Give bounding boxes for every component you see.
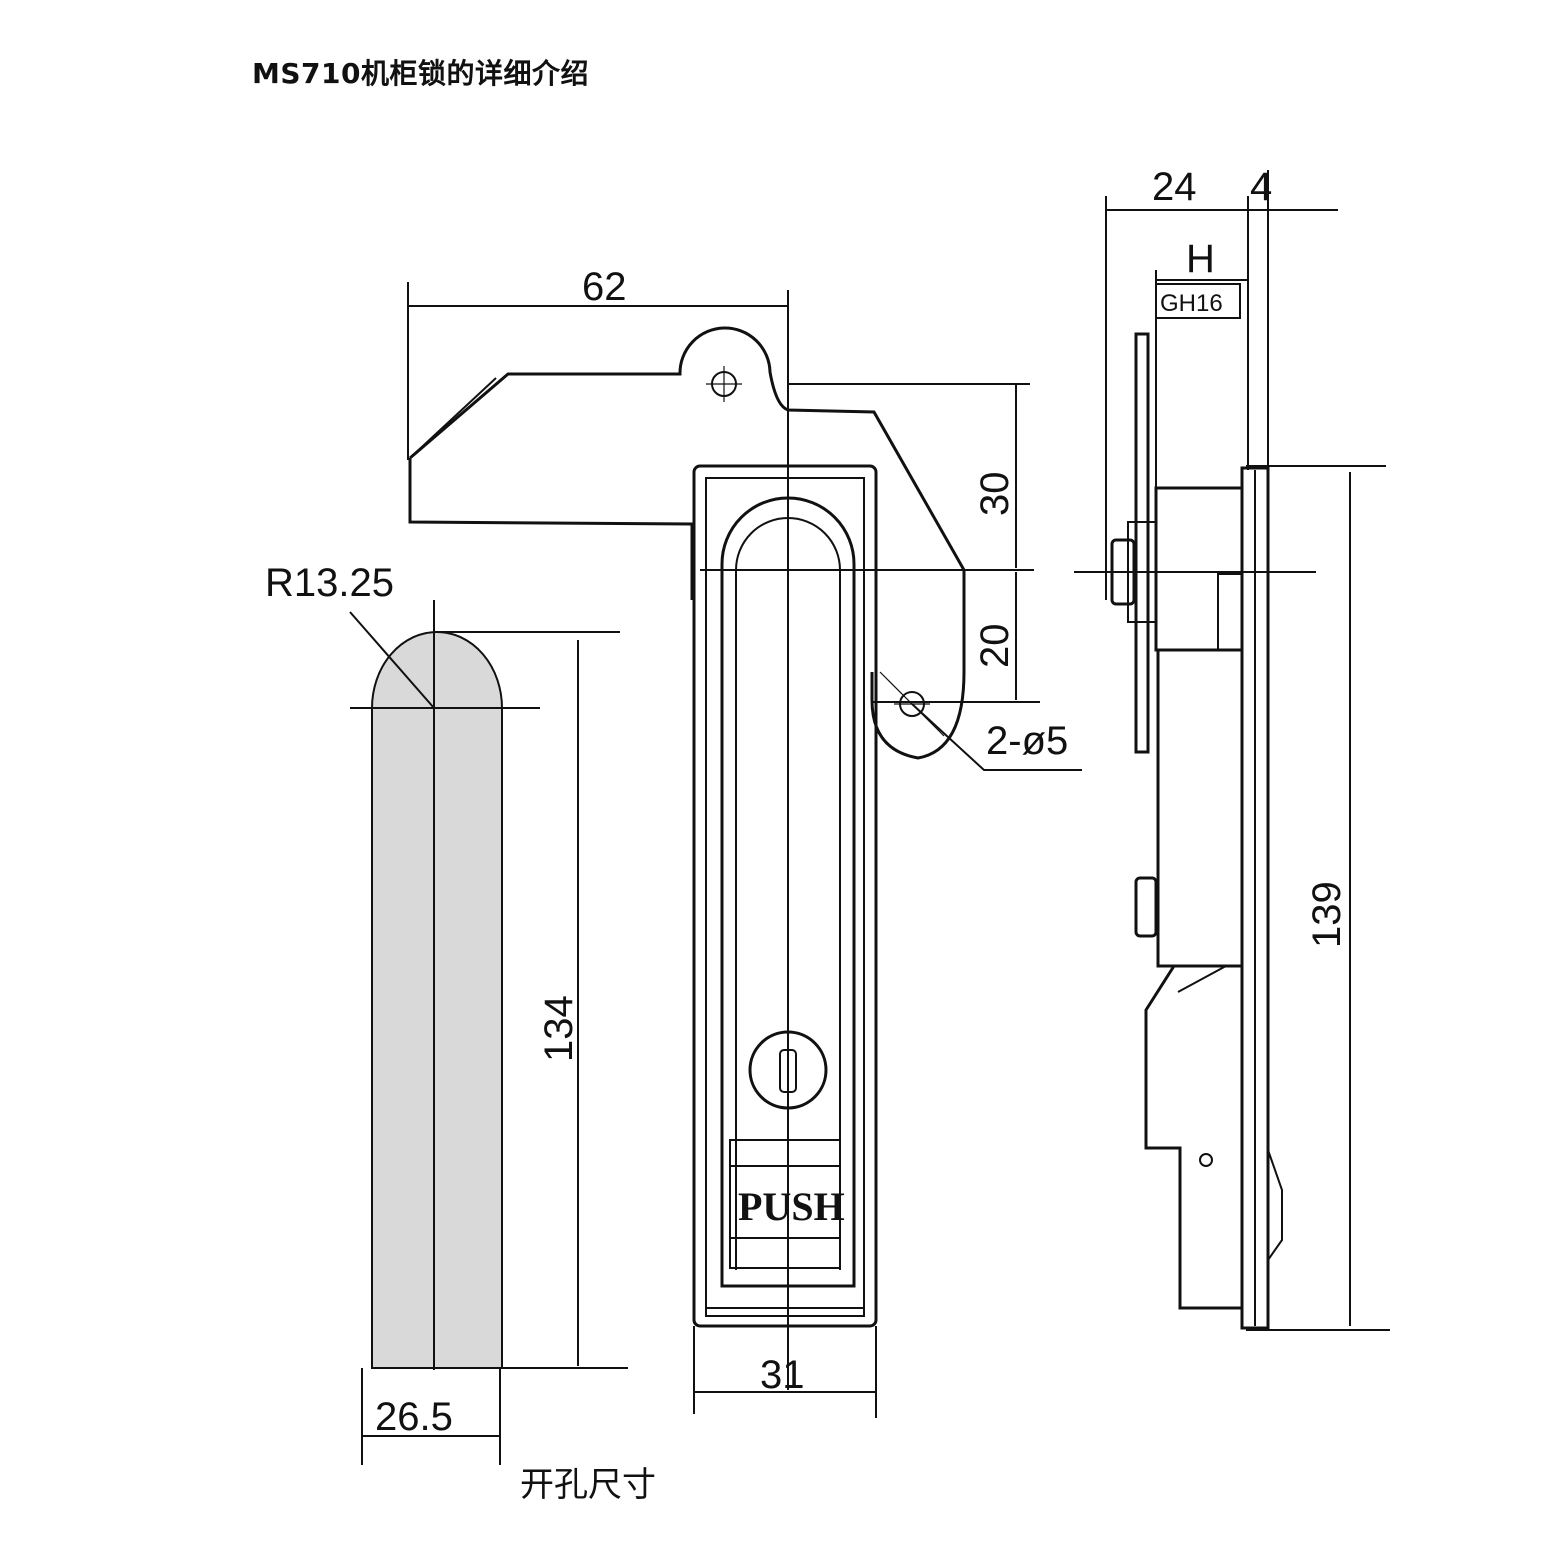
side-rivet [1199, 1153, 1213, 1167]
side-bottom-latch [1144, 964, 1242, 1310]
push-label: PUSH [738, 1184, 845, 1229]
dim-134-label: 134 [537, 995, 581, 1062]
dim-139-label: 139 [1305, 881, 1349, 948]
cutout-caption: 开孔尺寸 [520, 1465, 656, 1505]
side-body [1156, 648, 1244, 968]
model-box [1155, 283, 1241, 319]
holes-leader [911, 703, 1082, 771]
holes-label: 2-ø5 [986, 719, 1068, 763]
radius-label: R13.25 [265, 561, 394, 605]
handle-inner-frame [705, 477, 865, 1317]
handle-slot-outer [720, 496, 856, 1288]
dim-20-label: 20 [973, 624, 1017, 669]
latch-arm [409, 326, 966, 760]
latch-arm-body [408, 458, 694, 600]
key-slot [779, 1049, 797, 1093]
key-cylinder [748, 1030, 828, 1110]
cutout-shape [371, 631, 503, 1369]
page-title: MS710机柜锁的详细介绍 [252, 57, 589, 90]
handle-slot-inner [735, 517, 841, 1270]
side-trigger [1267, 1149, 1283, 1261]
dim-31-label: 31 [760, 1353, 805, 1397]
dim-30-label: 30 [973, 472, 1017, 517]
dim-62-label: 62 [582, 265, 627, 309]
side-housing-slot [1217, 573, 1243, 651]
side-view: 24 4 H GH16 139 [1074, 165, 1390, 1331]
cutout-view: R13.25 134 26.5 开孔尺寸 [265, 561, 656, 1505]
front-view: 62 30 20 2-ø5 PUSH 31 [407, 265, 1082, 1418]
dim-4-label: 4 [1250, 165, 1272, 209]
handle-outer-frame [692, 464, 878, 1328]
push-plate [729, 1139, 841, 1269]
latch-arm-bevel [409, 377, 497, 459]
radius-leader [349, 611, 435, 709]
side-housing-top [1154, 486, 1244, 652]
side-bottom-latch-diag [1177, 965, 1227, 993]
dim-26-5-label: 26.5 [375, 1395, 453, 1439]
side-latch-plate [1134, 332, 1150, 754]
model-label: GH16 [1160, 290, 1223, 317]
dim-24-label: 24 [1152, 165, 1197, 209]
side-nut-bottom [1134, 876, 1158, 938]
dim-h-label: H [1186, 237, 1215, 281]
